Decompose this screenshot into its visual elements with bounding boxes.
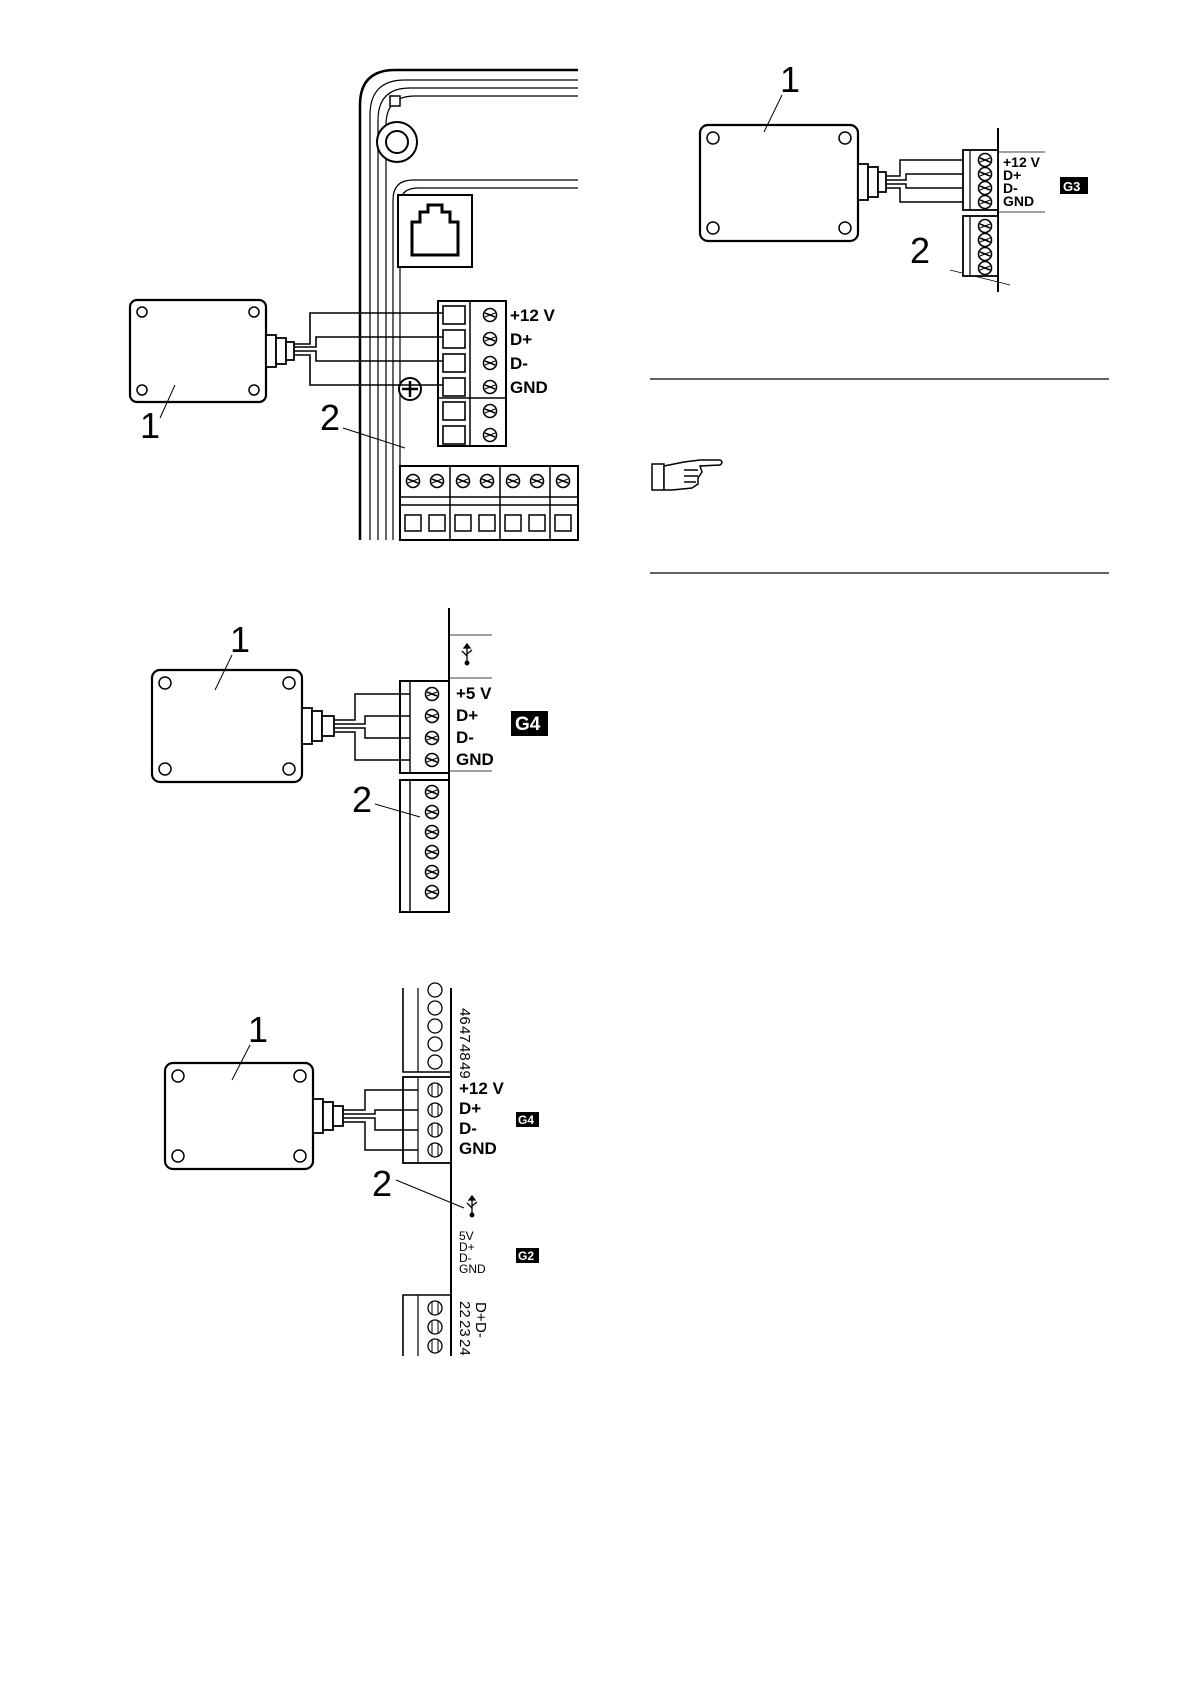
module-d [165, 1063, 343, 1169]
connector-badge-label: G4 [515, 714, 541, 735]
terminal-numbers-bottom: 22 23 24 D+ D- [456, 1301, 489, 1356]
usb-icon [462, 644, 472, 665]
terminal-number-label: 22 [456, 1301, 473, 1318]
wires-a [294, 313, 443, 385]
terminal-number-label: 49 [456, 1062, 473, 1079]
pin-label: D- [510, 354, 528, 373]
module-number: 1 [248, 1009, 268, 1050]
terminal-number-label: 24 [456, 1339, 473, 1356]
module-b [700, 125, 886, 241]
pin-label: GND [456, 750, 494, 769]
terminal-number: 2 [910, 230, 930, 271]
module-a [130, 300, 294, 402]
terminal-number-label: 48 [456, 1044, 473, 1061]
terminal-block-d-top [403, 983, 451, 1072]
usb-pin-label: GND [459, 1262, 486, 1276]
note-box [650, 379, 1109, 573]
diagram-a: 1 2 +12 V D+ D- GND [130, 70, 578, 540]
pointing-hand-icon [652, 460, 722, 490]
diagram-c: 1 2 +5 V D+ D- GND G4 [152, 608, 548, 912]
module-number: 1 [140, 405, 160, 446]
terminal-block-a [438, 301, 506, 446]
wires-b [886, 160, 963, 202]
terminal-number: 2 [320, 397, 340, 438]
terminal-block-d-bottom [403, 1295, 451, 1356]
connector-badge-label: G4 [518, 1113, 534, 1127]
pin-label: D- [459, 1119, 477, 1138]
terminal-block-b [963, 150, 998, 276]
terminal-number-label: 46 [456, 1008, 473, 1025]
terminal-pin-label: D- [472, 1322, 489, 1338]
pin-label: D+ [510, 330, 532, 349]
terminal-strip-a [400, 466, 578, 540]
pin-label: D- [456, 728, 474, 747]
terminal-numbers-top: 46 47 48 49 [456, 1008, 473, 1079]
rj-jack [398, 195, 472, 267]
connector-badge-label: G3 [1063, 179, 1080, 194]
pin-label: D+ [459, 1099, 481, 1118]
terminal-pin-label: D+ [472, 1302, 489, 1322]
pin-label: GND [510, 378, 548, 397]
terminal-number-label: 23 [456, 1320, 473, 1337]
pin-label: +12 V [510, 306, 556, 325]
wires-c [334, 694, 410, 760]
usb-icon [467, 1196, 477, 1217]
diagram-b: 1 2 +12 V D+ D- GND G3 [700, 59, 1088, 292]
diagram-d: 46 47 48 49 [165, 983, 539, 1356]
module-number: 1 [780, 59, 800, 100]
pin-label: GND [1003, 193, 1034, 209]
module-c [152, 670, 334, 782]
terminal-number: 2 [372, 1163, 392, 1204]
module-number: 1 [230, 619, 250, 660]
terminal-number-label: 47 [456, 1026, 473, 1043]
terminal-number: 2 [352, 779, 372, 820]
pin-label: +12 V [459, 1079, 505, 1098]
pin-label: GND [459, 1139, 497, 1158]
pin-label: D+ [456, 706, 478, 725]
pin-label: +5 V [456, 684, 492, 703]
connector-badge-label: G2 [518, 1249, 534, 1263]
